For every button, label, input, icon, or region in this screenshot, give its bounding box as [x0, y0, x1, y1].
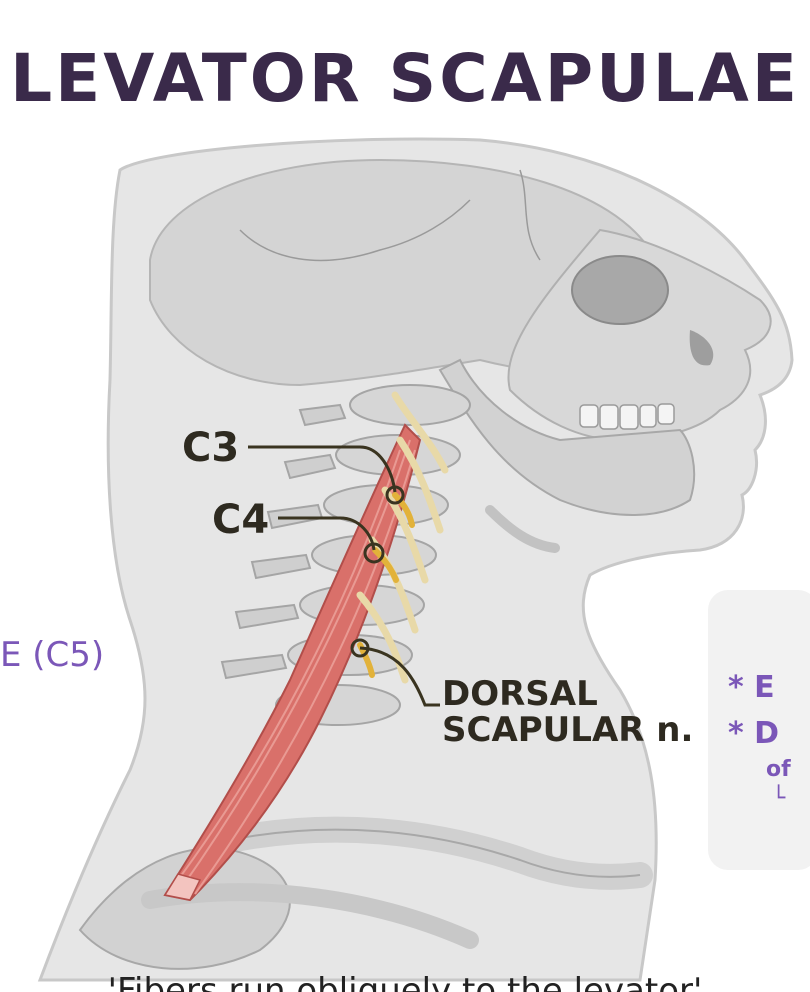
bottom-caption: 'Fibers run obliquely to the levator'	[107, 971, 703, 992]
teeth	[579, 403, 675, 430]
page-title: LEVATOR SCAPULAE	[10, 40, 800, 117]
clavicle-outline	[229, 828, 641, 878]
c4-label: C4	[212, 497, 270, 543]
side-note-line-2: * D	[728, 716, 780, 751]
dorsal-scapular-marker	[350, 638, 370, 658]
muscle-tendon	[163, 873, 202, 901]
side-note-line-4: └	[772, 786, 786, 811]
dorsal-scapular-label-line2: SCAPULAR n.	[442, 710, 694, 750]
dorsal-scapular-nerve-label: DORSAL SCAPULAR n.	[442, 676, 693, 748]
dorsal-scapular-label-line1: DORSAL	[442, 674, 598, 714]
c3-leader-line	[248, 445, 397, 493]
side-note-panel	[708, 590, 810, 870]
nasal-cavity	[689, 330, 714, 366]
c3-label: C3	[182, 425, 240, 471]
left-margin-note: E (C5)	[0, 635, 105, 675]
c4-root-marker	[363, 542, 385, 564]
hyoid-bone	[485, 505, 560, 553]
side-note-line-3: of	[766, 757, 791, 782]
side-note-line-1: * E	[728, 670, 775, 705]
eye-orbit	[571, 255, 669, 325]
cranial-suture	[519, 169, 541, 261]
dorsal-scapular-leader-line	[359, 646, 440, 707]
cranial-suture	[239, 199, 471, 262]
mandible	[438, 358, 696, 516]
c3-root-marker	[385, 485, 405, 505]
cervical-nerves	[356, 391, 449, 684]
